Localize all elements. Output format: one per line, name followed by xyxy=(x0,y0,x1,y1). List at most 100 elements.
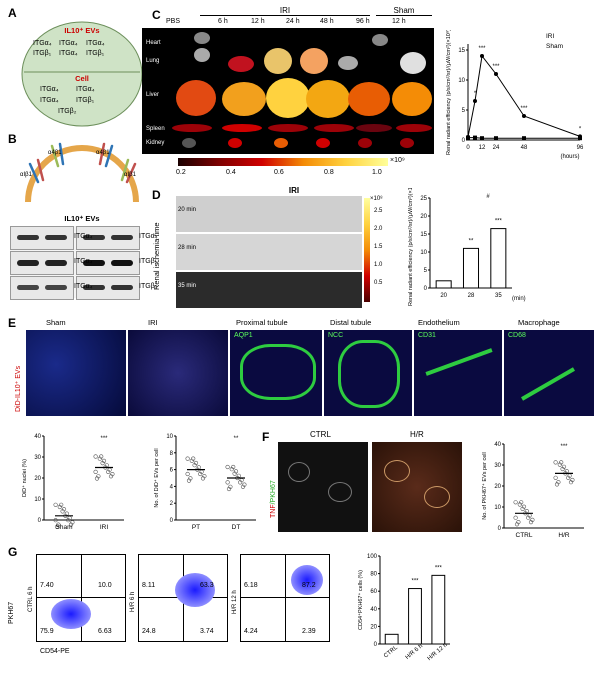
panel-label-g: G xyxy=(8,545,18,559)
x-tick-label: 28 xyxy=(468,293,475,299)
d-row-label: 20 min xyxy=(178,207,197,213)
data-point xyxy=(66,518,71,523)
panel-label-b: B xyxy=(8,132,17,146)
integrin-label: α4β1 xyxy=(96,150,110,156)
data-point xyxy=(553,460,558,465)
f-ctrl-image xyxy=(278,442,368,532)
y-axis-label: CD54⁺PKH67⁺ cells (%) xyxy=(357,570,364,630)
data-point xyxy=(106,469,111,475)
data-point xyxy=(242,482,247,487)
y-tick-label: 0 xyxy=(170,518,174,524)
a-cell-item: ITGα₄ xyxy=(76,86,95,93)
panel-label-e: E xyxy=(8,316,17,330)
d-row-axis: Renal ischemia time xyxy=(152,222,161,290)
q-value: 7.40 xyxy=(40,582,54,589)
g-yaxis: PKH67 xyxy=(8,601,15,624)
y-tick-label: 100 xyxy=(367,554,378,560)
y-axis-label: No. of DiD⁺ EVs per cell xyxy=(153,448,160,507)
data-point xyxy=(70,520,75,525)
cbar-tick: 0.2 xyxy=(176,169,186,176)
e-title: Distal tubule xyxy=(330,318,372,327)
panel-label-c: C xyxy=(152,8,161,22)
y-tick-label: 25 xyxy=(420,196,427,202)
y-tick-label: 10 xyxy=(420,250,427,256)
a-ev-item: ITGα₄ xyxy=(59,50,78,57)
sig-mark: *** xyxy=(100,436,108,442)
organ-label: Kidney xyxy=(146,140,165,146)
flow-label: CTRL 6 h xyxy=(28,586,34,612)
organ-label: Lung xyxy=(146,58,160,64)
blot-label: ITGβ₂ xyxy=(139,283,158,290)
c-time: 48 h xyxy=(320,18,334,25)
data-point xyxy=(191,456,196,461)
integrin-label: αIβ1 xyxy=(124,172,136,178)
e-dt-image xyxy=(324,330,412,416)
x-tick-label: 96 xyxy=(577,145,584,151)
y-tick-label: 4 xyxy=(170,484,174,490)
data-point xyxy=(56,522,61,527)
blot-label: ITGα₄ xyxy=(74,233,93,240)
series-line-0 xyxy=(467,54,581,138)
data-point xyxy=(61,507,67,512)
y-tick-label: 20 xyxy=(370,624,377,630)
e-side-label: DiD-IL10⁺ EVs xyxy=(15,365,22,412)
e-iri-image xyxy=(128,330,228,416)
panel-label-a: A xyxy=(8,6,17,20)
data-point xyxy=(57,504,62,510)
bar xyxy=(431,574,446,645)
data-point xyxy=(110,471,115,477)
c-time: 24 h xyxy=(286,18,300,25)
data-point xyxy=(108,474,114,479)
f-hr-image xyxy=(372,442,462,532)
y-tick-label: 0 xyxy=(424,286,428,292)
d-title: IRI xyxy=(288,186,300,195)
bar xyxy=(408,588,422,645)
ev-integrin-diagram xyxy=(25,142,139,203)
data-point xyxy=(568,480,574,485)
a-ev-item: ITGβ₁ xyxy=(33,50,52,57)
data-point xyxy=(517,502,522,507)
data-point xyxy=(560,466,565,472)
flow-label: H/R 12 h xyxy=(232,590,238,614)
data-point xyxy=(513,500,518,505)
q-value: 87.2 xyxy=(302,582,316,589)
q-value: 2.39 xyxy=(302,628,316,635)
y-tick-label: 20 xyxy=(494,484,501,490)
sig-mark: *** xyxy=(520,106,528,112)
d-cb-tick: 2.0 xyxy=(374,226,383,232)
x-tick-label: CTRL xyxy=(383,644,399,659)
sig-mark: * xyxy=(579,126,582,132)
sig-mark: ** xyxy=(469,238,474,244)
data-point xyxy=(566,475,571,480)
data-point xyxy=(96,474,101,479)
cbar-tick: 0.8 xyxy=(324,169,334,176)
y-tick-label: 2 xyxy=(170,501,174,507)
y-tick-label: 20 xyxy=(420,214,427,220)
x-tick-label: H/R 12 h xyxy=(427,642,449,662)
data-point xyxy=(561,464,567,469)
q-value: 10.0 xyxy=(98,582,112,589)
data-point xyxy=(466,135,470,140)
organ-label: Heart xyxy=(146,40,161,46)
data-point xyxy=(94,476,100,481)
data-point xyxy=(494,136,498,141)
sig-mark: ** xyxy=(234,436,239,442)
sig-mark: *** xyxy=(411,579,419,585)
x-tick-label: H/R xyxy=(558,532,570,539)
c-time: 96 h xyxy=(356,18,370,25)
y-tick-label: 6 xyxy=(170,468,174,474)
f-hr: H/R xyxy=(410,430,424,439)
a-ev-item: ITGβ₁ xyxy=(86,50,105,57)
cbar-tick: 0.4 xyxy=(226,169,236,176)
flow-plot xyxy=(240,554,330,642)
data-point xyxy=(556,480,561,485)
blot-label: ITGα₄ xyxy=(74,258,93,265)
q-value: 6.18 xyxy=(244,582,258,589)
flow-plot xyxy=(36,554,126,642)
data-point xyxy=(200,476,206,481)
q-value: 6.63 xyxy=(98,628,112,635)
q-value: 3.74 xyxy=(200,628,214,635)
x-tick-label: DT xyxy=(232,524,241,531)
